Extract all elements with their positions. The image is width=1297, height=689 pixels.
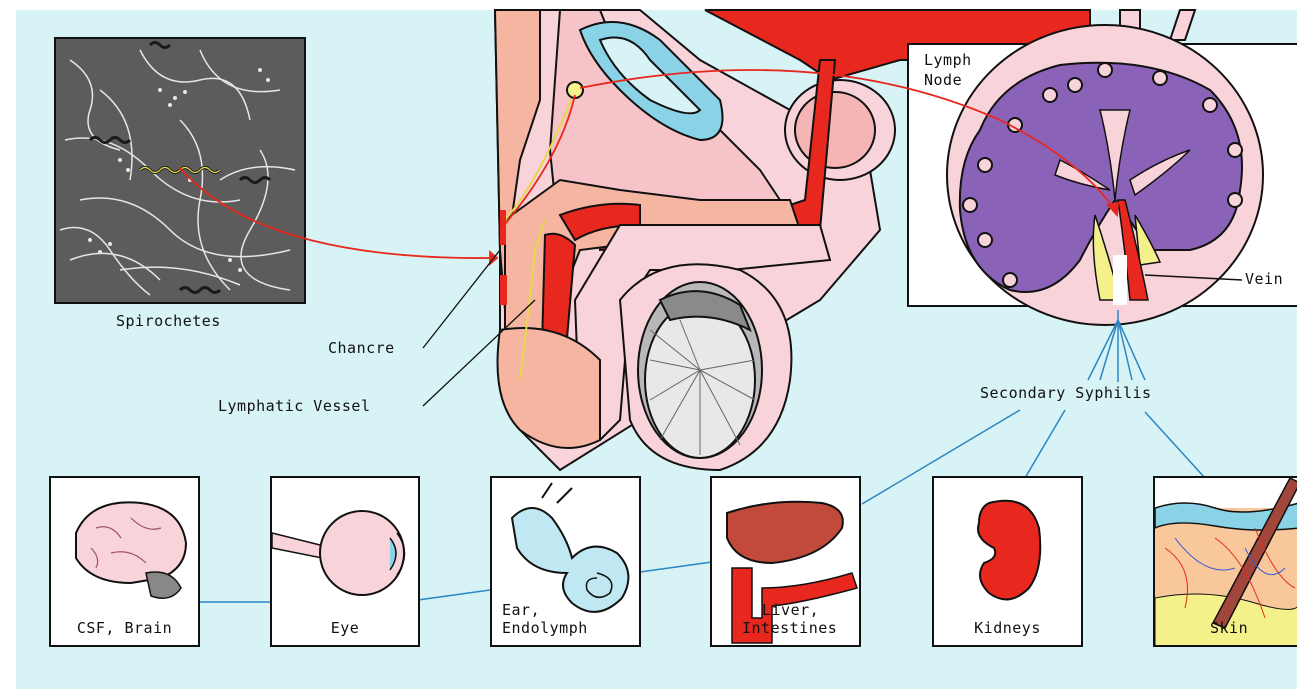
spirochetes-label: Spirochetes bbox=[116, 313, 221, 330]
organ-caption-line2: Endolymph bbox=[502, 619, 639, 637]
organ-caption: Skin bbox=[1155, 619, 1297, 637]
organ-box-liver: Liver, Intestines bbox=[710, 476, 861, 647]
chancre-label: Chancre bbox=[328, 340, 395, 357]
organ-caption-line1: Ear, bbox=[502, 601, 639, 619]
organ-box-kidneys: Kidneys bbox=[932, 476, 1083, 647]
vein-label: Vein bbox=[1245, 271, 1283, 288]
organ-caption: Eye bbox=[272, 619, 418, 637]
organ-caption-line1: Liver, bbox=[742, 601, 859, 619]
organ-box-skin: Skin bbox=[1153, 476, 1297, 647]
lymph-node-label-line1: Lymph bbox=[924, 52, 972, 69]
organ-box-brain: CSF, Brain bbox=[49, 476, 200, 647]
organ-caption: Kidneys bbox=[934, 619, 1081, 637]
spirochetes-micrograph bbox=[55, 38, 305, 303]
secondary-syphilis-label: Secondary Syphilis bbox=[980, 385, 1152, 402]
organ-box-ear: Ear, Endolymph bbox=[490, 476, 641, 647]
organ-caption: CSF, Brain bbox=[51, 619, 198, 637]
organ-box-eye: Eye bbox=[270, 476, 420, 647]
organ-caption: Ear, Endolymph bbox=[492, 601, 639, 637]
lymph-node-label-line2: Node bbox=[924, 72, 962, 89]
lymphatic-vessel-label: Lymphatic Vessel bbox=[218, 398, 371, 415]
organ-caption: Liver, Intestines bbox=[712, 601, 859, 637]
organ-caption-line2: Intestines bbox=[742, 619, 859, 637]
